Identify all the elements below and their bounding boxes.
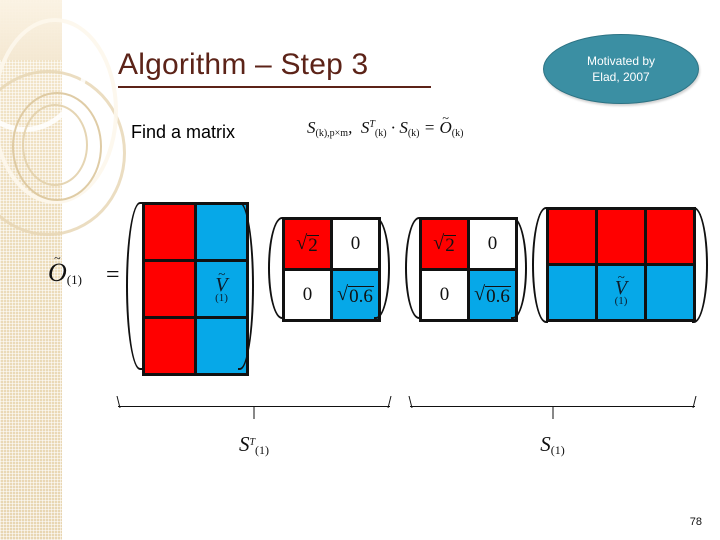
brace-left-label: ST(1)	[118, 432, 390, 458]
matrix-cell: 0	[285, 271, 330, 319]
brace-left-label-base: S	[238, 432, 250, 456]
sqrt-expression: √2	[296, 231, 319, 256]
sqrt-expression: √0.6	[337, 284, 374, 307]
formula-term-3-base: S	[399, 118, 408, 137]
brace-right-label-sub: (1)	[550, 443, 565, 457]
matrix-cell: ~V (1)	[598, 266, 644, 319]
sqrt-expression: √0.6	[474, 284, 511, 307]
decorative-side-band	[0, 0, 126, 540]
matrix-cell	[647, 210, 693, 263]
tilde-accent-icon: ~	[617, 269, 625, 284]
page-title: Algorithm – Step 3	[118, 48, 369, 81]
brace-middle-tick	[253, 406, 255, 419]
matrix-sigma-a: √2 0 0 √0.6	[268, 215, 390, 322]
bracket-right-icon	[374, 215, 390, 321]
bracket-left-icon	[126, 200, 142, 372]
matrix-v-tilde-tall: ~V (1)	[126, 200, 254, 376]
matrix-cell	[145, 205, 194, 259]
bracket-right-icon	[511, 215, 527, 321]
formula-rhs-o-tilde: ~O	[439, 111, 452, 138]
matrix-cell: 0	[422, 271, 467, 319]
brace-right-label: S(1)	[410, 432, 695, 458]
radicand: 0.6	[485, 285, 511, 307]
cell-label-v-tilde: ~V (1)	[614, 270, 628, 307]
matrix-cell: √0.6	[470, 271, 515, 319]
brace-middle-tick	[552, 406, 553, 419]
cell-label-sub: (1)	[614, 295, 628, 307]
matrix-cell: √2	[285, 220, 330, 268]
brace-left-label-sub: (1)	[255, 443, 270, 457]
decorative-arc-icon	[12, 92, 102, 201]
formula-term-2-base: S	[360, 118, 370, 137]
brace-left	[116, 396, 392, 419]
matrix-cell	[145, 319, 194, 373]
matrix-sigma-b: √2 0 0 √0.6	[405, 215, 527, 322]
matrix-grid: ~V (1)	[546, 207, 696, 322]
matrix-cell	[549, 210, 595, 263]
lhs-o-tilde: ~O	[48, 251, 67, 288]
bracket-left-icon	[405, 215, 421, 321]
matrix-cell	[647, 266, 693, 319]
matrix-cell: ~V (1)	[197, 262, 246, 316]
lhs-base: O	[48, 258, 67, 287]
title-underline	[118, 86, 431, 88]
formula-rhs-sub: (k)	[451, 128, 464, 139]
cell-label-base: V	[614, 277, 628, 299]
matrix-cell	[549, 266, 595, 319]
equation-equals-sign: =	[106, 262, 120, 288]
radicand: 2	[307, 234, 319, 256]
radical-sign-icon: √	[433, 231, 445, 254]
matrix-cell	[598, 210, 644, 263]
tilde-accent-icon: ~	[54, 251, 61, 265]
cell-label-v-tilde: ~V (1)	[215, 267, 228, 304]
page-number: 78	[689, 516, 702, 528]
matrix-cell: 0	[470, 220, 515, 268]
bracket-right-icon	[238, 200, 254, 372]
tilde-accent-icon: ~	[218, 265, 226, 281]
radicand: 0.6	[348, 285, 374, 307]
formula-term-1-sub: (k),p×m	[315, 128, 349, 139]
callout-line-2: Elad, 2007	[592, 70, 650, 84]
brace-left-label-sup: T	[249, 437, 256, 448]
formula-term-2-sup: T	[369, 119, 375, 130]
bracket-right-icon	[692, 205, 708, 325]
lhs-sub: (1)	[66, 272, 82, 287]
cell-label-base: V	[215, 273, 228, 296]
equation-lhs: ~O(1)	[48, 251, 82, 288]
decorative-arc-icon	[22, 104, 88, 186]
formula-term-3-sub: (k)	[407, 128, 420, 139]
brace-right	[408, 396, 697, 419]
radical-sign-icon: √	[337, 282, 349, 305]
radical-sign-icon: √	[474, 282, 486, 305]
sqrt-expression: √2	[433, 231, 456, 256]
matrix-grid: √2 0 0 √0.6	[282, 217, 381, 322]
callout-line-1: Motivated by	[586, 53, 656, 68]
bracket-left-icon	[532, 205, 548, 325]
formula-dot: ·	[390, 118, 396, 137]
formula-rhs-base: O	[439, 118, 452, 137]
matrix-cell: 0	[333, 220, 378, 268]
tilde-accent-icon: ~	[442, 111, 449, 125]
bracket-left-icon	[268, 215, 284, 321]
matrix-cell: √2	[422, 220, 467, 268]
matrix-grid: ~V (1)	[142, 202, 249, 376]
statement-text: Find a matrix	[131, 122, 236, 142]
formula-equals: =	[423, 118, 436, 137]
brace-right-label-base: S	[540, 432, 551, 456]
matrix-cell	[145, 262, 194, 316]
matrix-cell: √0.6	[333, 271, 378, 319]
cell-label-sub: (1)	[215, 291, 228, 304]
radicand: 2	[444, 234, 456, 256]
decorative-arc-icon	[0, 18, 118, 204]
matrix-grid: √2 0 0 √0.6	[419, 217, 518, 322]
formula-comma: ,	[348, 118, 353, 137]
callout-oval: Motivated by Elad, 2007	[543, 34, 699, 104]
radical-sign-icon: √	[296, 231, 308, 254]
formula-term-2-sub: (k)	[374, 128, 387, 139]
matrix-v-tilde-wide: ~V (1)	[532, 205, 708, 325]
statement-formula: S(k),p×m, ST(k) · S(k) = ~O(k)	[307, 111, 464, 139]
formula-term-1-base: S	[307, 118, 316, 137]
